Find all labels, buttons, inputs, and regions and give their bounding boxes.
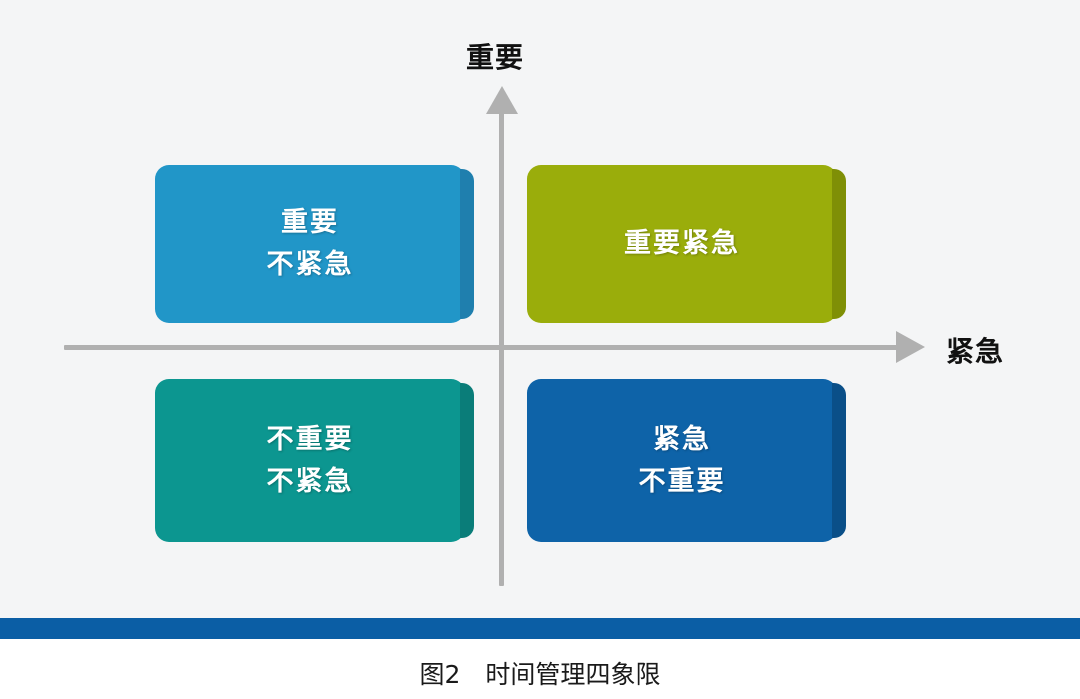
arrow-up-icon	[486, 86, 518, 114]
quadrant-urgent-not-important[interactable]: 紧急 不重要	[527, 379, 846, 542]
quadrant-shadow-edge	[460, 169, 474, 319]
x-axis-label: 紧急	[946, 336, 1005, 367]
quadrant-label-line-1: 重要紧急	[624, 228, 740, 259]
quadrant-not-important-not-urgent[interactable]: 不重要 不紧急	[155, 379, 474, 542]
quadrant-label-line-1: 不重要	[266, 423, 354, 454]
quadrant-important-urgent[interactable]: 重要紧急	[527, 165, 846, 323]
arrow-right-icon	[896, 331, 925, 363]
quadrant-shadow-edge	[832, 169, 846, 319]
quadrant-important-not-urgent[interactable]: 重要 不紧急	[155, 165, 474, 323]
y-axis-label: 重要	[466, 42, 525, 73]
quadrant-label-line-1: 紧急	[653, 423, 711, 454]
quadrant-shadow-edge	[460, 383, 474, 538]
quadrant-label-line-2: 不紧急	[266, 465, 354, 496]
y-axis-line	[499, 108, 504, 586]
x-axis-line	[64, 345, 902, 350]
accent-divider-bar	[0, 618, 1080, 639]
quadrant-label-line-1: 重要	[281, 207, 339, 238]
figure-caption: 图2 时间管理四象限	[419, 660, 661, 689]
quadrant-label-line-2: 不紧急	[266, 249, 354, 279]
quadrant-shadow-edge	[832, 383, 846, 538]
quadrant-label-line-2: 不重要	[638, 465, 726, 496]
